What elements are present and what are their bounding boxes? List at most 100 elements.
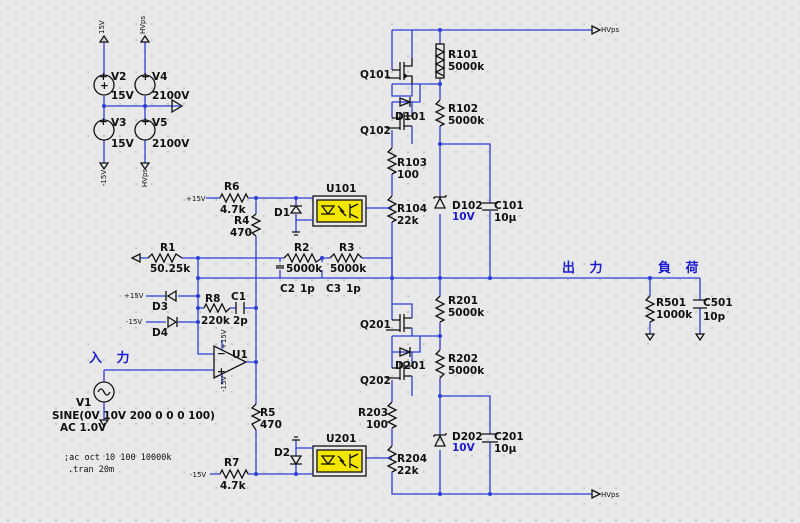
d102-value: 10V [452, 211, 476, 223]
r104-label: R104 [397, 203, 427, 215]
v3-net: -15V [100, 170, 108, 186]
lower-stage [366, 278, 602, 500]
u101-optocoupler [295, 195, 367, 232]
v2-value: 15V [111, 90, 135, 102]
r202-value: 5000k [448, 365, 485, 377]
v4-net: HVps [139, 16, 147, 34]
r4-label: R4 [234, 215, 249, 227]
r202-label: R202 [448, 353, 478, 365]
r102-value: 5000k [448, 115, 485, 127]
r204-value: 22k [397, 465, 420, 477]
r104-value: 22k [397, 215, 420, 227]
c201-value: 10µ [494, 443, 517, 455]
c501-value: 10p [703, 311, 726, 323]
svg-text:+: + [99, 71, 108, 83]
svg-text:+: + [100, 80, 109, 92]
u1-vminus: -15V [220, 376, 228, 392]
r3-label: R3 [339, 242, 354, 254]
r8-value: 220k [201, 315, 231, 327]
hvps-bottom-net: HVps [601, 491, 619, 499]
u201-label: U201 [326, 433, 356, 445]
upper-stage [366, 24, 602, 278]
v2-label: V2 [111, 71, 126, 83]
u101-label: U101 [326, 183, 356, 195]
d3-net: +15V [124, 292, 144, 300]
r7-label: R7 [224, 457, 239, 469]
c201-label: C201 [494, 431, 524, 443]
v3-value: 15V [111, 138, 135, 150]
u1-label: U1 [232, 349, 248, 361]
v3-label: V3 [111, 117, 126, 129]
r203-value: 100 [366, 419, 388, 431]
d101-label: D101 [395, 111, 426, 123]
r2-label: R2 [294, 242, 309, 254]
input-label: 入 力 [89, 350, 135, 366]
r8-label: R8 [205, 293, 220, 305]
load-label: 負 荷 [658, 260, 704, 276]
r501-label: R501 [656, 297, 686, 309]
d4-label: D4 [152, 327, 168, 339]
svg-text:−: − [217, 348, 226, 360]
v4-value: 2100V [152, 90, 190, 102]
q202-label: Q202 [360, 375, 391, 387]
r7-value: 4.7k [220, 480, 247, 492]
r201-value: 5000k [448, 307, 485, 319]
d201-label: D201 [395, 360, 426, 372]
c3-label: C3 [326, 283, 341, 295]
r1-value: 50.25k [150, 263, 191, 275]
d4-net: -15V [126, 318, 142, 326]
d102-label: D102 [452, 200, 483, 212]
r201-label: R201 [448, 295, 478, 307]
c2-label: C2 [280, 283, 295, 295]
r5-label: R5 [260, 407, 275, 419]
v1-value: SINE(0V 10V 200 0 0 0 100) [52, 410, 215, 422]
hvps-top-net: HVps [601, 26, 619, 34]
r204-label: R204 [397, 453, 427, 465]
q201-label: Q201 [360, 319, 391, 331]
c101-label: C101 [494, 200, 524, 212]
svg-text:+: + [141, 71, 150, 83]
u1-vplus: +15V [220, 329, 228, 349]
d202-label: D202 [452, 431, 483, 443]
r4-value: 470 [230, 227, 252, 239]
svg-text:+: + [217, 366, 226, 378]
d1-label: D1 [274, 207, 290, 219]
q101-label: Q101 [360, 69, 391, 81]
r102-label: R102 [448, 103, 478, 115]
v1-label: V1 [76, 397, 91, 409]
c3-value: 1p [346, 283, 361, 295]
svg-text:+: + [141, 116, 150, 128]
d3-label: D3 [152, 301, 168, 313]
r7-net: -15V [190, 471, 206, 479]
r103-value: 100 [397, 169, 419, 181]
r5-value: 470 [260, 419, 282, 431]
c1-value: 2p [233, 315, 248, 327]
r501-value: 1000k [656, 309, 693, 321]
directive-tran: .tran 20m [68, 465, 114, 475]
d202-value: 10V [452, 442, 476, 454]
c501-label: C501 [703, 297, 733, 309]
r3-value: 5000k [330, 263, 367, 275]
c2-value: 1p [300, 283, 315, 295]
r6-label: R6 [224, 181, 239, 193]
output-label: 出 力 [562, 260, 608, 276]
r1-label: R1 [160, 242, 175, 254]
directive-ac: ;ac oct 10 100 10000k [64, 453, 171, 463]
r6-r4-d1-group [206, 192, 303, 278]
v5-value: 2100V [152, 138, 190, 150]
power-supply-block: + + + + + [93, 34, 184, 171]
v4-label: V4 [152, 71, 167, 83]
v5-label: V5 [152, 117, 167, 129]
r101-value: 5000k [448, 61, 485, 73]
input-stage: − + [93, 278, 258, 428]
r2-value: 5000k [286, 263, 323, 275]
c101-value: 10µ [494, 212, 517, 224]
svg-text:+: + [99, 116, 108, 128]
u201-optocoupler [292, 436, 367, 477]
r6-net: +15V [186, 195, 206, 203]
d2-label: D2 [274, 447, 290, 459]
r203-label: R203 [358, 407, 388, 419]
q102-label: Q102 [360, 125, 391, 137]
v5-net: HVps [141, 169, 149, 187]
r5-r7-d2-group [210, 384, 303, 480]
